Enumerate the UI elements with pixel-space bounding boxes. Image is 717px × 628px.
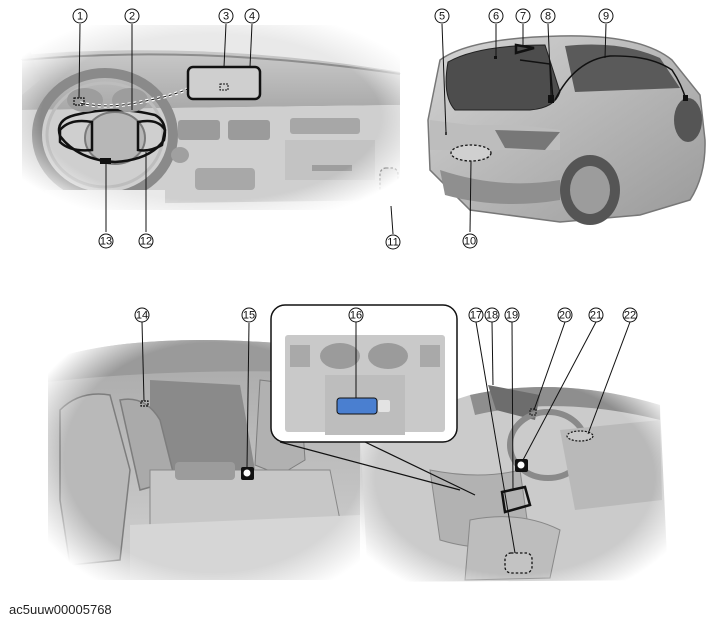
callout-6: 6 bbox=[488, 8, 504, 24]
callout-number: 2 bbox=[129, 11, 135, 23]
callout-number: 8 bbox=[545, 11, 551, 23]
callout-circle bbox=[385, 234, 401, 250]
callout-18: 18 bbox=[484, 307, 500, 323]
callout-number: 18 bbox=[486, 310, 498, 322]
callout-circle bbox=[138, 233, 154, 249]
callout-number: 1 bbox=[77, 11, 83, 23]
callout-number: 21 bbox=[590, 310, 602, 322]
callout-4: 4 bbox=[244, 8, 260, 24]
callout-circle bbox=[515, 8, 531, 24]
callout-number: 17 bbox=[470, 310, 482, 322]
callout-5: 5 bbox=[434, 8, 450, 24]
callout-8: 8 bbox=[540, 8, 556, 24]
callout-circle bbox=[244, 8, 260, 24]
vehicle-rear-illustration bbox=[427, 35, 706, 225]
callout-circle bbox=[557, 307, 573, 323]
callout-11: 11 bbox=[385, 234, 401, 250]
callout-number: 3 bbox=[223, 11, 229, 23]
callout-10: 10 bbox=[462, 233, 478, 249]
callout-circle bbox=[98, 233, 114, 249]
callout-circle bbox=[468, 307, 484, 323]
callout-number: 5 bbox=[439, 11, 445, 23]
callout-circle bbox=[434, 8, 450, 24]
callout-circle bbox=[462, 233, 478, 249]
callout-19: 19 bbox=[504, 307, 520, 323]
callout-circle bbox=[598, 8, 614, 24]
callout-14: 14 bbox=[134, 307, 150, 323]
callout-number: 10 bbox=[464, 236, 476, 248]
callout-number: 16 bbox=[350, 310, 362, 322]
callout-number: 22 bbox=[624, 310, 636, 322]
dashboard-illustration bbox=[21, 25, 401, 210]
leader-lines bbox=[78, 23, 631, 554]
callout-7: 7 bbox=[515, 8, 531, 24]
callout-3: 3 bbox=[218, 8, 234, 24]
callout-13: 13 bbox=[98, 233, 114, 249]
callout-circle bbox=[72, 8, 88, 24]
callout-number: 6 bbox=[493, 11, 499, 23]
callout-circle bbox=[218, 8, 234, 24]
callout-22: 22 bbox=[622, 307, 638, 323]
callout-number: 4 bbox=[249, 11, 255, 23]
callout-2: 2 bbox=[124, 8, 140, 24]
callout-circle bbox=[484, 307, 500, 323]
callout-circle bbox=[241, 307, 257, 323]
callout-circle bbox=[348, 307, 364, 323]
callout-number: 19 bbox=[506, 310, 518, 322]
callout-number: 13 bbox=[100, 236, 112, 248]
callout-15: 15 bbox=[241, 307, 257, 323]
callout-1: 1 bbox=[72, 8, 88, 24]
callout-circle bbox=[134, 307, 150, 323]
callout-number: 14 bbox=[136, 310, 148, 322]
callout-20: 20 bbox=[557, 307, 573, 323]
callout-16: 16 bbox=[348, 307, 364, 323]
callout-circle bbox=[540, 8, 556, 24]
callout-number: 15 bbox=[243, 310, 255, 322]
callout-12: 12 bbox=[138, 233, 154, 249]
document-id: ac5uuw00005768 bbox=[9, 602, 112, 617]
callout-number: 9 bbox=[603, 11, 609, 23]
callout-circle bbox=[504, 307, 520, 323]
callout-circle bbox=[488, 8, 504, 24]
callout-number: 7 bbox=[520, 11, 526, 23]
callout-number: 12 bbox=[140, 236, 152, 248]
callout-21: 21 bbox=[588, 307, 604, 323]
callout-17: 17 bbox=[468, 307, 484, 323]
callout-circle bbox=[622, 307, 638, 323]
callout-number: 20 bbox=[559, 310, 571, 322]
console-inset bbox=[270, 304, 476, 496]
callout-circle bbox=[124, 8, 140, 24]
callout-9: 9 bbox=[598, 8, 614, 24]
callout-number: 11 bbox=[387, 237, 398, 249]
callout-circle bbox=[588, 307, 604, 323]
